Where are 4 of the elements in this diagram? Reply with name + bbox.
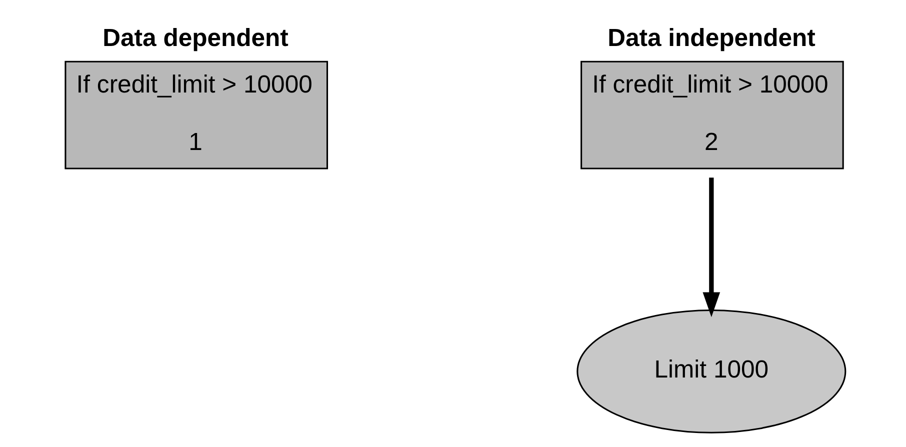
node-ellipse: Limit 1000 <box>576 309 846 434</box>
arrow <box>702 178 720 318</box>
node-label: Data independent <box>607 24 815 52</box>
node-label: Data dependent <box>102 24 288 52</box>
